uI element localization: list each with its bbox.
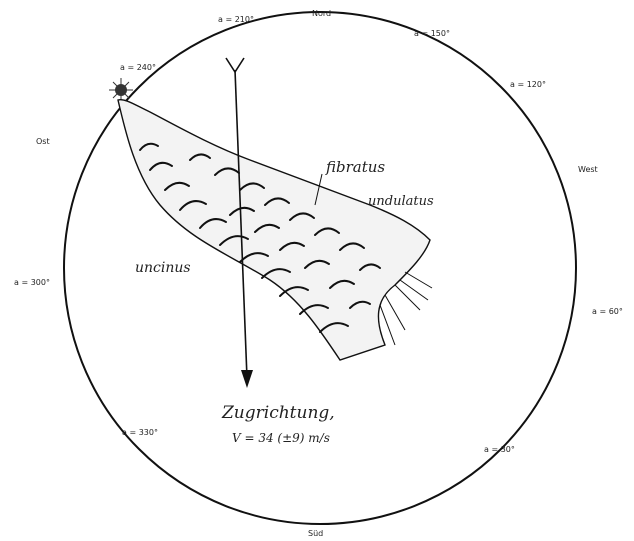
- west-label: West: [578, 165, 598, 174]
- azimuth-330-label: a = 330°: [122, 428, 158, 437]
- azimuth-30-label: a = 30°: [484, 445, 515, 454]
- uncinus-label: uncinus: [135, 260, 191, 276]
- azimuth-300-label: a = 300°: [14, 278, 50, 287]
- azimuth-150-label: a = 150°: [414, 29, 450, 38]
- fibratus-label: fibratus: [325, 158, 385, 176]
- direction-label: Zugrichtung,: [221, 403, 335, 423]
- cirrus-cloud-band: [118, 100, 432, 360]
- azimuth-60-label: a = 60°: [592, 307, 623, 316]
- azimuth-120-label: a = 120°: [510, 80, 546, 89]
- undulatus-label: undulatus: [368, 194, 434, 209]
- south-label: Süd: [308, 529, 323, 538]
- east-label: Ost: [36, 137, 50, 146]
- north-label: Nord: [312, 9, 331, 18]
- azimuth-210-label: a = 210°: [218, 15, 254, 24]
- speed-label: V = 34 (±9) m/s: [232, 431, 330, 445]
- azimuth-240-label: a = 240°: [120, 63, 156, 72]
